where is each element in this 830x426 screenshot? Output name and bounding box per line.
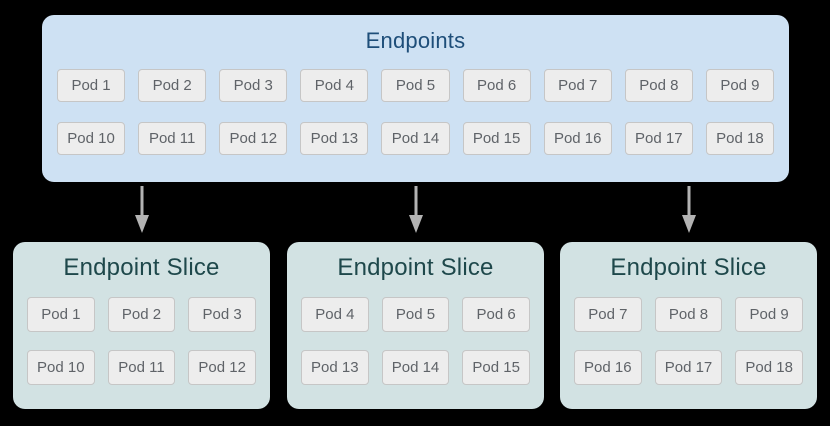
pod-chip: Pod 7 bbox=[574, 297, 642, 332]
pod-chip: Pod 12 bbox=[219, 122, 288, 155]
pod-chip: Pod 10 bbox=[57, 122, 126, 155]
pod-chip: Pod 15 bbox=[462, 122, 531, 155]
endpoint-slice-pod-grid: Pod 1 Pod 2 Pod 3 Pod 10 Pod 11 Pod 12 bbox=[27, 297, 256, 385]
pod-chip: Pod 11 bbox=[107, 350, 176, 385]
pod-chip: Pod 2 bbox=[107, 297, 176, 332]
pod-chip: Pod 15 bbox=[462, 350, 530, 385]
down-arrow-icon bbox=[409, 186, 423, 233]
pod-chip: Pod 8 bbox=[624, 69, 693, 102]
pod-chip: Pod 4 bbox=[301, 297, 369, 332]
pod-chip: Pod 5 bbox=[381, 297, 450, 332]
endpoint-slice-title: Endpoint Slice bbox=[337, 254, 494, 281]
pod-chip: Pod 18 bbox=[705, 122, 774, 155]
endpoint-slice-pod-grid: Pod 4 Pod 5 Pod 6 Pod 13 Pod 14 Pod 15 bbox=[301, 297, 530, 385]
endpoint-slice-box: Endpoint Slice Pod 7 Pod 8 Pod 9 Pod 16 … bbox=[560, 242, 817, 409]
pod-chip: Pod 1 bbox=[57, 69, 126, 102]
pod-chip: Pod 17 bbox=[624, 122, 693, 155]
endpoints-pod-grid: Pod 1 Pod 2 Pod 3 Pod 4 Pod 5 Pod 6 Pod … bbox=[57, 69, 774, 155]
pod-chip: Pod 13 bbox=[301, 350, 369, 385]
down-arrow-icon bbox=[682, 186, 696, 233]
pod-chip: Pod 1 bbox=[27, 297, 95, 332]
pod-chip: Pod 6 bbox=[462, 297, 530, 332]
pod-chip: Pod 10 bbox=[27, 350, 95, 385]
endpoint-slice-box: Endpoint Slice Pod 4 Pod 5 Pod 6 Pod 13 … bbox=[287, 242, 544, 409]
pod-chip: Pod 16 bbox=[574, 350, 642, 385]
pod-chip: Pod 3 bbox=[219, 69, 288, 102]
pod-chip: Pod 5 bbox=[381, 69, 450, 102]
pod-chip: Pod 14 bbox=[381, 350, 450, 385]
pod-chip: Pod 8 bbox=[654, 297, 723, 332]
pod-chip: Pod 11 bbox=[138, 122, 207, 155]
endpoint-slice-title: Endpoint Slice bbox=[63, 254, 220, 281]
endpoint-slice-title: Endpoint Slice bbox=[610, 254, 767, 281]
pod-chip: Pod 18 bbox=[735, 350, 803, 385]
pod-chip: Pod 12 bbox=[188, 350, 256, 385]
pod-chip: Pod 4 bbox=[300, 69, 369, 102]
pod-chip: Pod 7 bbox=[543, 69, 612, 102]
pod-chip: Pod 16 bbox=[543, 122, 612, 155]
pod-chip: Pod 14 bbox=[381, 122, 450, 155]
pod-chip: Pod 6 bbox=[462, 69, 531, 102]
pod-chip: Pod 9 bbox=[735, 297, 803, 332]
pod-chip: Pod 13 bbox=[300, 122, 369, 155]
down-arrow-icon bbox=[135, 186, 149, 233]
endpoint-slice-pod-grid: Pod 7 Pod 8 Pod 9 Pod 16 Pod 17 Pod 18 bbox=[574, 297, 803, 385]
pod-chip: Pod 9 bbox=[705, 69, 774, 102]
pod-chip: Pod 2 bbox=[138, 69, 207, 102]
endpoints-box: Endpoints Pod 1 Pod 2 Pod 3 Pod 4 Pod 5 … bbox=[42, 15, 789, 182]
pod-chip: Pod 3 bbox=[188, 297, 256, 332]
endpoints-title: Endpoints bbox=[365, 28, 466, 53]
endpoint-slice-box: Endpoint Slice Pod 1 Pod 2 Pod 3 Pod 10 … bbox=[13, 242, 270, 409]
pod-chip: Pod 17 bbox=[654, 350, 723, 385]
